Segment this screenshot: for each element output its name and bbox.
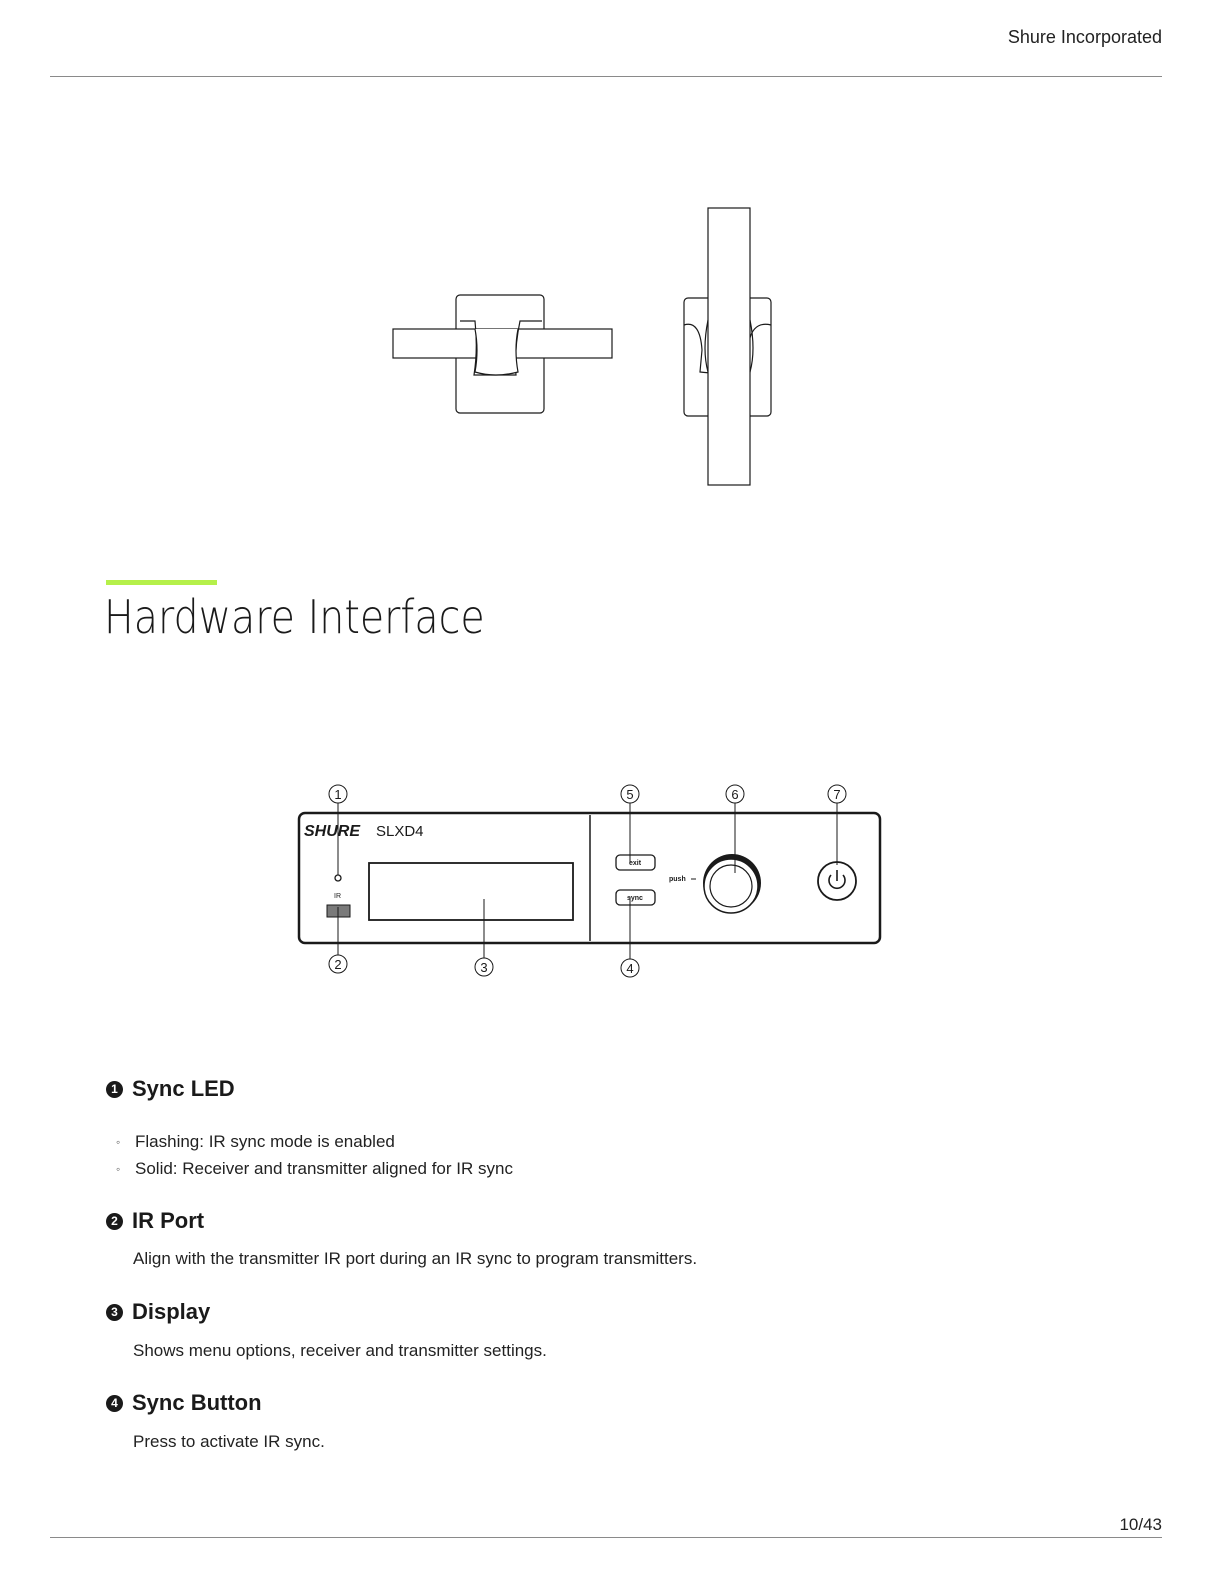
- callout-3-number: 3: [480, 960, 487, 975]
- item-body: Shows menu options, receiver and transmi…: [133, 1341, 547, 1360]
- callout-6: [725, 784, 745, 804]
- page-number: 10/43: [1119, 1515, 1162, 1534]
- header-divider: [50, 76, 1162, 77]
- callout-3: [474, 957, 494, 977]
- list-item: ◦ Solid: Receiver and transmitter aligned…: [106, 1155, 513, 1182]
- callout-4-number: 4: [626, 961, 633, 976]
- callout-1: [328, 784, 348, 804]
- sync-led: [334, 874, 342, 882]
- sync-led-bullets: ◦ Flashing: IR sync mode is enabled ◦ Soli…: [106, 1128, 513, 1182]
- sync-button-label: sync: [627, 895, 643, 902]
- model-name: SLXD4: [376, 823, 424, 840]
- header-company: Shure Incorporated: [1007, 27, 1162, 47]
- callout-2-number: 2: [334, 957, 341, 972]
- item-title: Sync LED: [132, 1076, 235, 1101]
- item-title: Display: [132, 1299, 211, 1324]
- brand-logo: SHURE: [304, 823, 361, 840]
- receiver-front-panel-illustration: SHURE SLXD4 IR exit sync push: [297, 784, 882, 978]
- control-wheel: [703, 858, 759, 914]
- belt-clip-illustration: [392, 207, 772, 486]
- bullet-text: Flashing: IR sync mode is enabled: [135, 1131, 395, 1151]
- strap-vertical: [707, 207, 751, 486]
- exit-button-label: exit: [629, 860, 642, 867]
- item-title: Sync Button: [132, 1390, 262, 1415]
- item-sync-led: 1 Sync LED: [106, 1076, 235, 1102]
- power-icon: [828, 874, 846, 890]
- callout-7: [827, 784, 847, 804]
- bullet-text: Solid: Receiver and transmitter aligned …: [135, 1158, 513, 1178]
- item-body: Align with the transmitter IR port durin…: [133, 1249, 698, 1268]
- item-heading: 1 Sync LED: [106, 1076, 235, 1102]
- bullet-icon: ◦: [116, 1134, 121, 1149]
- number-badge: 1: [106, 1080, 123, 1098]
- ir-label: IR: [334, 893, 341, 900]
- item-display: 3 Display: [106, 1299, 210, 1325]
- push-label: push: [669, 876, 686, 883]
- item-heading: 3 Display: [106, 1299, 210, 1325]
- display-window: [368, 862, 574, 921]
- item-ir-port: 2 IR Port: [106, 1208, 204, 1234]
- callout-6-number: 6: [731, 787, 738, 802]
- bullet-icon: ◦: [116, 1161, 121, 1176]
- sync-button: [615, 889, 656, 906]
- number-badge: 4: [106, 1394, 123, 1412]
- item-title: IR Port: [132, 1208, 205, 1233]
- callout-5-number: 5: [626, 787, 633, 802]
- number-badge: 3: [106, 1303, 123, 1321]
- callout-4: [620, 958, 640, 978]
- callout-1-number: 1: [334, 787, 341, 802]
- callout-2: [328, 954, 348, 974]
- section-title: Hardware Interface: [104, 590, 485, 644]
- number-badge: 2: [106, 1212, 123, 1230]
- item-body: Press to activate IR sync.: [133, 1432, 325, 1451]
- footer-divider: [50, 1537, 1162, 1538]
- callout-5: [620, 784, 640, 804]
- item-heading: 2 IR Port: [106, 1208, 204, 1234]
- section-accent-bar: [106, 580, 217, 585]
- exit-button: [615, 854, 656, 871]
- callout-7-number: 7: [833, 787, 840, 802]
- item-heading: 4 Sync Button: [106, 1390, 262, 1416]
- item-sync-button: 4 Sync Button: [106, 1390, 262, 1416]
- list-item: ◦ Flashing: IR sync mode is enabled: [106, 1128, 513, 1155]
